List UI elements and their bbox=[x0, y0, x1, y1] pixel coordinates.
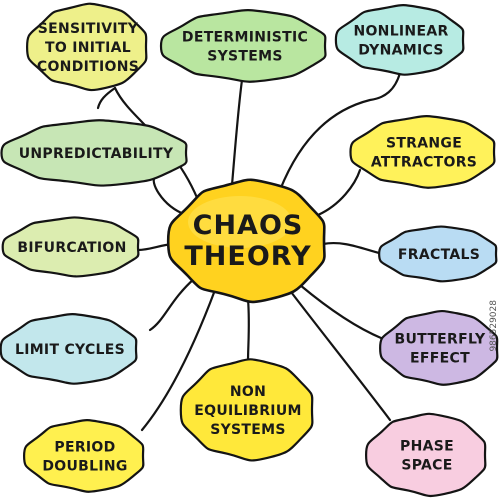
topic-bubble bbox=[159, 9, 327, 83]
topic-node-nonlinear: NONLINEAR DYNAMICS bbox=[334, 4, 465, 76]
connector-line bbox=[96, 86, 117, 110]
connector-line bbox=[246, 297, 250, 364]
central-topic-bubble bbox=[166, 178, 326, 304]
connector-line bbox=[316, 168, 362, 217]
topic-label: PHASE bbox=[400, 439, 454, 455]
topic-node-sensitivity: SENSITIVITY TO INITIAL CONDITIONS bbox=[26, 2, 148, 92]
topic-label: EFFECT bbox=[410, 351, 470, 367]
topic-bubble bbox=[179, 358, 314, 462]
topic-node-bifurcation: BIFURCATION bbox=[1, 216, 140, 278]
central-topic-highlight bbox=[188, 196, 292, 248]
connector-line bbox=[278, 71, 402, 192]
topic-label: FRACTALS bbox=[398, 247, 480, 263]
topic-node-strange-attractors: STRANGE ATTRACTORS bbox=[349, 115, 496, 189]
topic-label: DETERMINISTIC bbox=[182, 30, 308, 46]
topic-bubble bbox=[349, 115, 496, 189]
connector-line bbox=[152, 176, 188, 217]
topic-bubble bbox=[378, 225, 498, 283]
topic-label: DYNAMICS bbox=[358, 43, 443, 59]
topic-label: SPACE bbox=[401, 458, 452, 474]
topic-label: BUTTERFLY bbox=[395, 332, 487, 348]
topic-node-phase-space: PHASE SPACE bbox=[365, 412, 487, 498]
topic-bubble bbox=[23, 419, 145, 493]
topic-label: NON bbox=[230, 384, 266, 400]
topic-label: NONLINEAR bbox=[353, 24, 448, 40]
topic-label: DOUBLING bbox=[42, 459, 127, 475]
topic-label: TO INITIAL bbox=[45, 40, 131, 56]
topic-label: EQUILIBRIUM bbox=[194, 403, 301, 419]
connector-line bbox=[230, 78, 244, 187]
connector-line bbox=[321, 242, 385, 256]
topic-label: SYSTEMS bbox=[210, 422, 286, 438]
topic-label: SENSITIVITY bbox=[38, 21, 139, 37]
topic-label: STRANGE bbox=[386, 136, 462, 152]
topic-label: CONDITIONS bbox=[37, 59, 139, 75]
topic-bubble bbox=[379, 309, 499, 386]
topic-node-non-equilibrium: NON EQUILIBRIUM SYSTEMS bbox=[179, 358, 314, 462]
topic-bubble bbox=[0, 119, 188, 187]
topic-node-period-doubling: PERIOD DOUBLING bbox=[23, 419, 145, 493]
stock-id-watermark: 986529028 bbox=[489, 300, 499, 352]
topic-node-fractals: FRACTALS bbox=[378, 225, 498, 283]
topic-node-limit-cycles: LIMIT CYCLES bbox=[0, 313, 138, 385]
central-topic-label: CHAOS bbox=[193, 210, 304, 241]
topic-bubble bbox=[365, 412, 487, 498]
connector-lines bbox=[96, 71, 402, 432]
topic-bubble bbox=[0, 313, 138, 385]
connector-line bbox=[286, 286, 392, 422]
connector-line bbox=[140, 288, 217, 432]
topic-label: SYSTEMS bbox=[207, 49, 283, 65]
topic-bubble bbox=[26, 2, 148, 92]
topic-label: ATTRACTORS bbox=[371, 155, 477, 171]
topic-node-deterministic: DETERMINISTIC SYSTEMS bbox=[159, 9, 327, 83]
topic-label: LIMIT CYCLES bbox=[15, 342, 125, 358]
topic-label: UNPREDICTABILITY bbox=[19, 146, 174, 162]
topic-bubble bbox=[1, 216, 140, 278]
connector-line bbox=[148, 276, 197, 332]
topic-node-butterfly-effect: BUTTERFLY EFFECT bbox=[379, 309, 499, 386]
central-topic-label: THEORY bbox=[184, 241, 311, 272]
connector-line bbox=[298, 283, 388, 342]
topic-label: PERIOD bbox=[54, 440, 115, 456]
topic-label: BIFURCATION bbox=[17, 240, 126, 256]
topic-bubble bbox=[334, 4, 465, 76]
topic-node-unpredictability: UNPREDICTABILITY bbox=[0, 119, 188, 187]
